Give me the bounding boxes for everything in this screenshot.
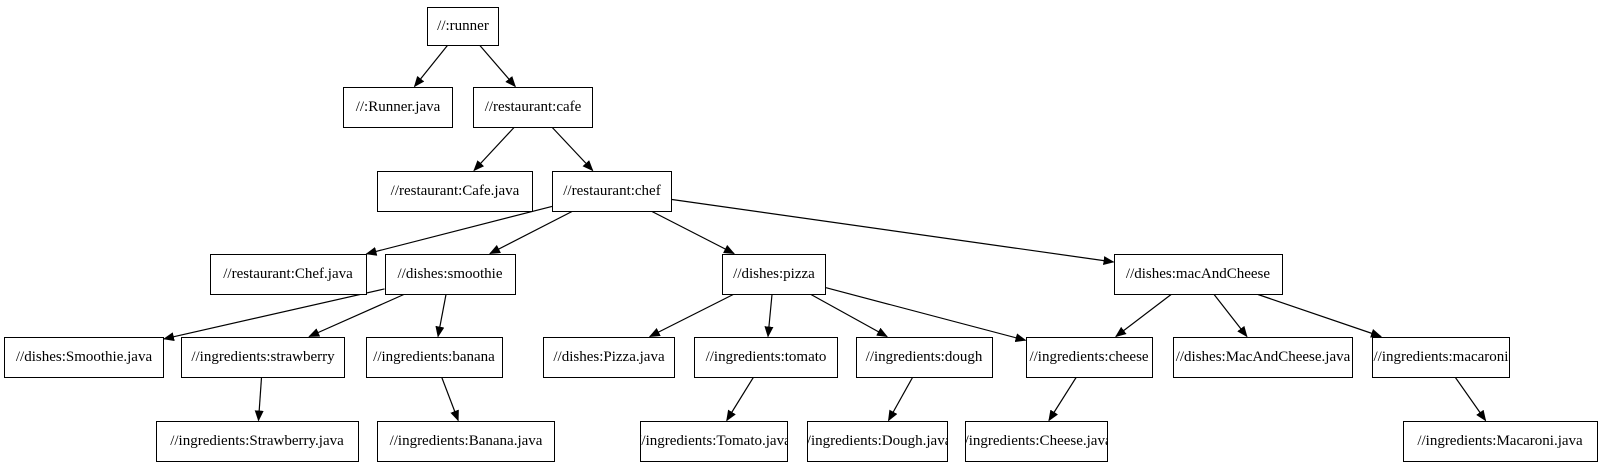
edge-chef-to-mac-and-cheese bbox=[671, 198, 1115, 266]
node-banana: //ingredients:banana bbox=[365, 336, 503, 378]
edge-pizza-to-pizza-java bbox=[648, 293, 734, 338]
node-cafe: //restaurant:cafe bbox=[473, 86, 593, 128]
node-macaroni-java: //ingredients:Macaroni.java bbox=[1402, 420, 1598, 462]
edge-cafe-to-chef bbox=[551, 127, 594, 172]
edge-smoothie-to-banana bbox=[435, 294, 447, 338]
node-macaroni: //ingredients:macaroni bbox=[1372, 336, 1510, 378]
edge-mac-and-cheese-to-mac-and-cheese-java bbox=[1213, 294, 1248, 338]
node-cheese-java: //ingredients:Cheese.java bbox=[964, 420, 1108, 462]
edge-banana-to-banana-java bbox=[441, 377, 459, 422]
edge-smoothie-to-smoothie-java bbox=[163, 288, 385, 342]
edge-runner-to-runner-java bbox=[413, 45, 448, 88]
edge-macaroni-to-macaroni-java bbox=[1454, 377, 1487, 422]
node-cheese: //ingredients:cheese bbox=[1025, 336, 1153, 378]
node-chef-java: //restaurant:Chef.java bbox=[209, 253, 367, 295]
edge-runner-to-cafe bbox=[479, 45, 516, 88]
edge-dough-to-dough-java bbox=[887, 377, 914, 422]
edge-mac-and-cheese-to-macaroni bbox=[1257, 293, 1382, 338]
node-mac-and-cheese: //dishes:macAndCheese bbox=[1113, 253, 1283, 295]
edge-pizza-to-cheese bbox=[825, 287, 1027, 343]
edge-mac-and-cheese-to-cheese bbox=[1115, 294, 1172, 338]
node-chef: //restaurant:chef bbox=[552, 170, 672, 212]
edge-smoothie-to-strawberry bbox=[308, 293, 405, 338]
edge-cafe-to-cafe-java bbox=[473, 127, 515, 172]
node-cafe-java: //restaurant:Cafe.java bbox=[377, 170, 533, 212]
node-strawberry-java: //ingredients:Strawberry.java bbox=[155, 420, 359, 462]
edge-chef-to-pizza bbox=[651, 210, 735, 255]
edge-pizza-to-tomato bbox=[764, 294, 774, 338]
node-smoothie-java: //dishes:Smoothie.java bbox=[4, 336, 164, 378]
node-tomato-java: //ingredients:Tomato.java bbox=[640, 420, 788, 462]
edge-pizza-to-dough bbox=[810, 293, 888, 338]
edge-chef-to-chef-java bbox=[365, 205, 553, 256]
edge-tomato-to-tomato-java bbox=[726, 377, 754, 422]
node-runner: //:runner bbox=[427, 6, 499, 46]
edge-strawberry-to-strawberry-java bbox=[254, 377, 264, 422]
node-banana-java: //ingredients:Banana.java bbox=[377, 420, 555, 462]
node-dough: //ingredients:dough bbox=[855, 336, 993, 378]
edge-group bbox=[163, 45, 1487, 422]
node-runner-java: //:Runner.java bbox=[343, 86, 453, 128]
node-pizza: //dishes:pizza bbox=[722, 253, 826, 295]
edge-cheese-to-cheese-java bbox=[1048, 377, 1077, 422]
node-dough-java: //ingredients:Dough.java bbox=[806, 420, 948, 462]
node-mac-and-cheese-java: //dishes:MacAndCheese.java bbox=[1173, 336, 1353, 378]
node-pizza-java: //dishes:Pizza.java bbox=[543, 336, 675, 378]
node-smoothie: //dishes:smoothie bbox=[384, 253, 516, 295]
edge-chef-to-smoothie bbox=[489, 210, 573, 255]
node-tomato: //ingredients:tomato bbox=[694, 336, 838, 378]
node-strawberry: //ingredients:strawberry bbox=[181, 336, 345, 378]
